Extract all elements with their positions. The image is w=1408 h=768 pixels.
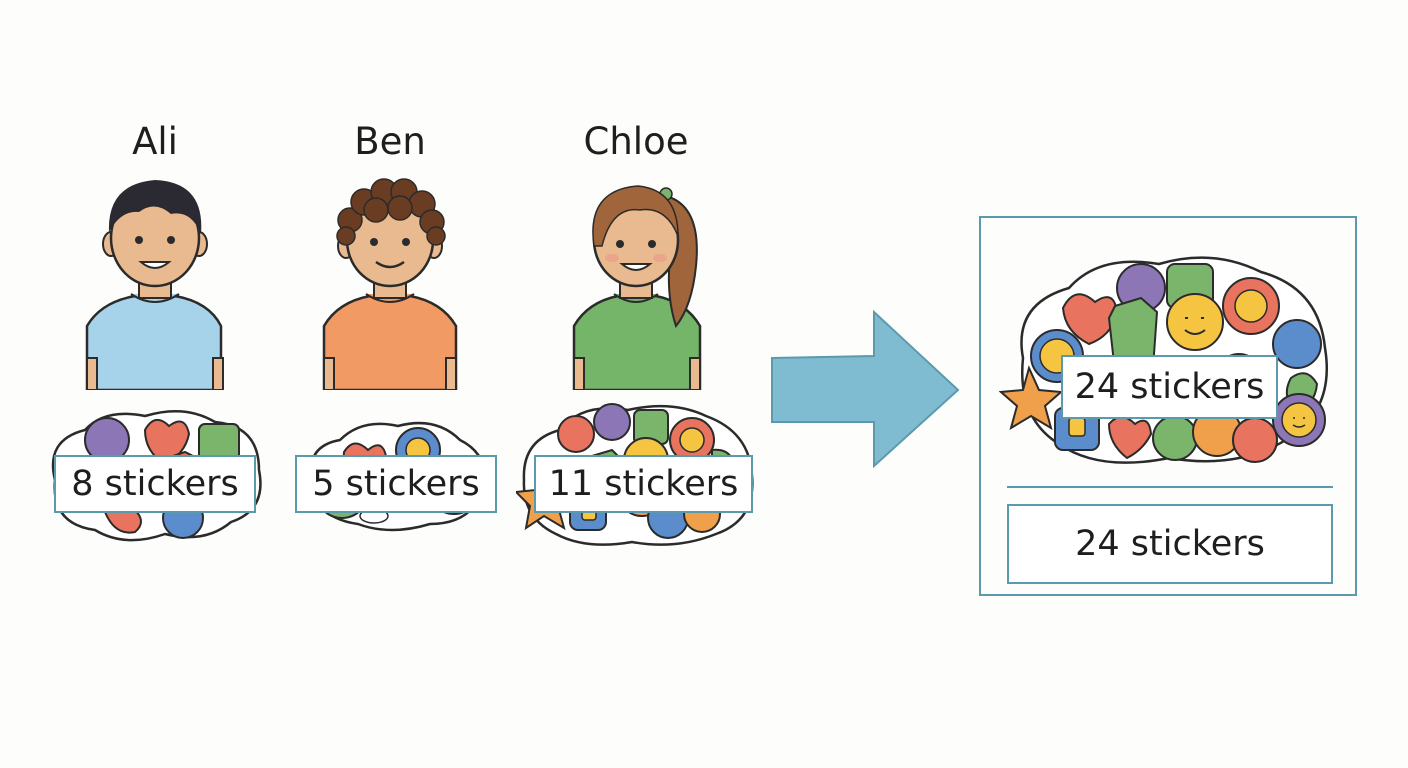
total-overlay-text: 24 stickers: [1074, 367, 1265, 407]
ben-count-label: 5 stickers: [312, 464, 480, 504]
total-panel: 24 stickers 24 stickers: [979, 216, 1357, 596]
chloe-count-label: 11 stickers: [548, 464, 739, 504]
ali-count-box: 8 stickers: [54, 455, 256, 513]
chloe-count-box: 11 stickers: [534, 455, 753, 513]
ali-count-label: 8 stickers: [71, 464, 239, 504]
chloe-portrait: [572, 185, 702, 390]
right-arrow-icon: [771, 310, 960, 469]
ali-portrait: [85, 180, 224, 390]
total-count-label: 24 stickers: [1075, 524, 1265, 564]
kid-name: Ali: [132, 120, 178, 163]
kid-name: Ben: [354, 120, 426, 163]
divider-line: [1007, 486, 1333, 488]
kid-name: Chloe: [583, 120, 689, 163]
total-count-box: 24 stickers: [1007, 504, 1333, 584]
ben-count-box: 5 stickers: [295, 455, 497, 513]
ben-portrait: [322, 178, 458, 390]
total-overlay-label: 24 stickers: [1061, 355, 1278, 419]
